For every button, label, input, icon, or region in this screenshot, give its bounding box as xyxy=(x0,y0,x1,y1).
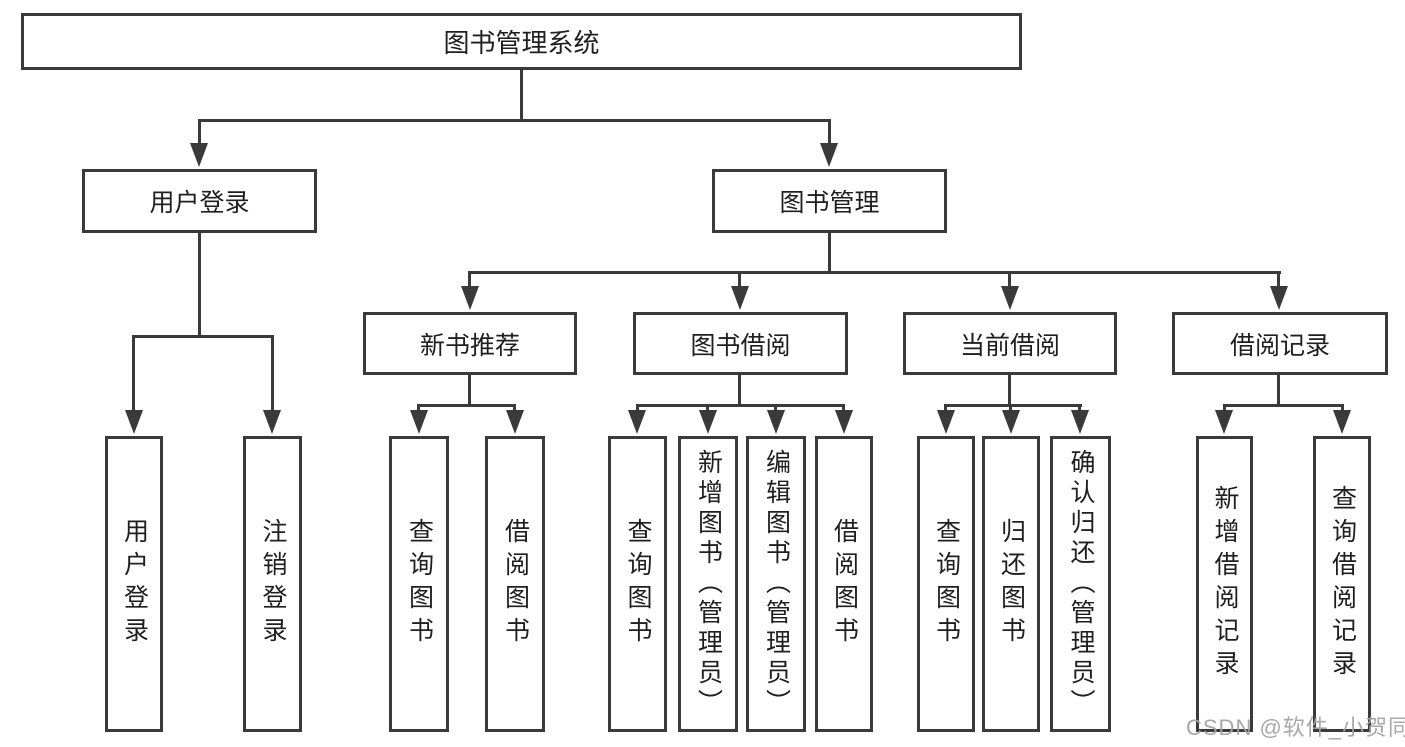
node-cb-query-books: 查询图书 xyxy=(917,436,975,732)
node-cb-return-books-label: 归还图书 xyxy=(997,518,1026,650)
connector-root-crossbar xyxy=(198,119,831,122)
connector-drop-user-login xyxy=(132,335,135,412)
node-rec-borrow-books-label: 借阅图书 xyxy=(501,518,530,650)
connector-rec-crossbar xyxy=(417,404,516,407)
csdn-watermark: CSDN @软件_小贺同学 xyxy=(1186,715,1405,740)
connector-mgmt-stem xyxy=(828,233,831,274)
node-cb-confirm-return-label: 确认归还（管理员） xyxy=(1067,449,1095,719)
node-logout-label: 注销登录 xyxy=(259,518,287,650)
connector-bb-stem xyxy=(738,375,741,406)
arrowhead-rec-borrow xyxy=(506,410,524,434)
node-cb-confirm-return: 确认归还（管理员） xyxy=(1050,436,1111,732)
connector-cb-crossbar xyxy=(944,404,1082,407)
node-bb-query-books: 查询图书 xyxy=(608,436,667,732)
arrowhead-user-login xyxy=(125,410,143,434)
connector-drop-cb-confirm xyxy=(1078,404,1081,412)
connector-cb-stem xyxy=(1008,375,1011,406)
arrowhead-logout xyxy=(263,410,281,434)
connector-bb-crossbar xyxy=(636,404,845,407)
node-cb-query-books-label: 查询图书 xyxy=(932,518,961,650)
connector-drop-current-borrow xyxy=(1008,271,1011,289)
arrowhead-rec-query xyxy=(410,410,428,434)
node-new-book-rec: 新书推荐 xyxy=(363,312,577,375)
arrowhead-login-group xyxy=(190,143,208,167)
arrowhead-mgmt-group xyxy=(820,143,838,167)
node-borrow-records: 借阅记录 xyxy=(1172,312,1388,375)
node-user-login: 用户登录 xyxy=(105,436,163,732)
node-rec-borrow-books: 借阅图书 xyxy=(485,436,545,732)
node-br-add-record-label: 新增借阅记录 xyxy=(1211,485,1239,683)
arrowhead-bb-query xyxy=(628,410,646,434)
node-borrow-records-label: 借阅记录 xyxy=(1229,331,1330,360)
connector-drop-br-add xyxy=(1223,404,1226,412)
connector-drop-book-borrow xyxy=(738,271,741,289)
arrowhead-br-query xyxy=(1333,410,1351,434)
node-bb-edit-books-label: 编辑图书（管理员） xyxy=(762,449,791,719)
connector-drop-login-group xyxy=(198,119,201,147)
connector-br-crossbar xyxy=(1223,404,1344,407)
node-root-label: 图书管理系统 xyxy=(443,28,600,58)
connector-root-stem xyxy=(520,70,523,122)
node-book-borrow: 图书借阅 xyxy=(633,312,848,375)
connector-rec-stem xyxy=(468,375,471,406)
arrowhead-book-borrow xyxy=(731,286,749,310)
connector-drop-rec-query xyxy=(417,404,420,412)
node-current-borrow-label: 当前借阅 xyxy=(959,331,1060,360)
connector-drop-borrow-records xyxy=(1277,271,1280,289)
node-bb-query-books-label: 查询图书 xyxy=(624,518,652,650)
node-current-borrow: 当前借阅 xyxy=(903,312,1117,375)
node-bb-add-books: 新增图书（管理员） xyxy=(678,436,738,732)
arrowhead-cb-confirm xyxy=(1071,410,1089,434)
connector-login-stem xyxy=(198,233,201,337)
connector-mgmt-crossbar xyxy=(468,271,1281,274)
connector-drop-cb-return xyxy=(1009,404,1012,412)
arrowhead-current-borrow xyxy=(1001,286,1019,310)
node-bb-borrow-books: 借阅图书 xyxy=(815,436,873,732)
connector-login-crossbar xyxy=(132,335,274,338)
connector-drop-bb-add xyxy=(706,404,709,412)
node-new-book-rec-label: 新书推荐 xyxy=(419,331,520,360)
connector-br-stem xyxy=(1277,375,1280,406)
node-login-group-label: 用户登录 xyxy=(149,189,250,217)
node-rec-query-books-label: 查询图书 xyxy=(405,518,434,650)
connector-drop-rec-borrow xyxy=(513,404,516,412)
node-user-login-label: 用户登录 xyxy=(120,518,149,650)
connector-drop-cb-query xyxy=(944,404,947,412)
node-mgmt-group-label: 图书管理 xyxy=(779,189,880,217)
arrowhead-bb-edit xyxy=(767,410,785,434)
node-login-group: 用户登录 xyxy=(82,169,317,233)
node-br-query-record-label: 查询借阅记录 xyxy=(1328,485,1357,683)
arrowhead-cb-return xyxy=(1002,410,1020,434)
node-bb-borrow-books-label: 借阅图书 xyxy=(830,518,859,650)
arrowhead-bb-add xyxy=(699,410,717,434)
node-br-query-record: 查询借阅记录 xyxy=(1313,436,1371,732)
arrowhead-bb-borrow xyxy=(835,410,853,434)
node-bb-add-books-label: 新增图书（管理员） xyxy=(694,449,723,719)
connector-drop-bb-edit xyxy=(774,404,777,412)
connector-drop-bb-borrow xyxy=(842,404,845,412)
connector-drop-new-book-rec xyxy=(468,271,471,289)
node-mgmt-group: 图书管理 xyxy=(712,169,947,233)
node-book-borrow-label: 图书借阅 xyxy=(690,331,791,360)
connector-drop-logout xyxy=(271,335,274,412)
arrowhead-new-book-rec xyxy=(461,286,479,310)
node-br-add-record: 新增借阅记录 xyxy=(1196,436,1253,732)
connector-drop-br-query xyxy=(1341,404,1344,412)
node-logout: 注销登录 xyxy=(243,436,302,732)
arrowhead-borrow-records xyxy=(1270,286,1288,310)
connector-drop-bb-query xyxy=(636,404,639,412)
arrowhead-cb-query xyxy=(937,410,955,434)
node-cb-return-books: 归还图书 xyxy=(982,436,1040,732)
node-rec-query-books: 查询图书 xyxy=(389,436,449,732)
connector-drop-mgmt-group xyxy=(828,119,831,147)
arrowhead-br-add xyxy=(1215,410,1233,434)
node-root: 图书管理系统 xyxy=(21,13,1022,70)
node-bb-edit-books: 编辑图书（管理员） xyxy=(746,436,806,732)
